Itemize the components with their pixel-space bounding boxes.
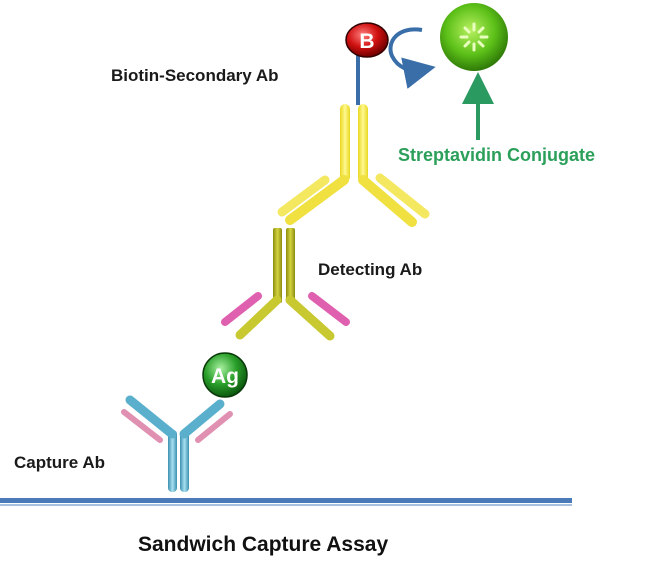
capture-light-chain-left xyxy=(121,409,163,443)
capture-antibody xyxy=(121,395,233,492)
streptavidin-conjugate xyxy=(440,3,508,71)
detecting-light-chain-right xyxy=(308,292,350,326)
binding-arrow xyxy=(388,27,436,89)
biotin: B xyxy=(345,22,389,58)
streptavidin-label: Streptavidin Conjugate xyxy=(398,145,596,165)
antigen-label: Ag xyxy=(211,365,239,388)
antigen: Ag xyxy=(202,352,248,398)
capture-ab-label: Capture Ab xyxy=(14,453,105,472)
spark-icon xyxy=(459,22,489,52)
detecting-light-chain-left xyxy=(221,292,262,326)
biotin-label: B xyxy=(359,30,374,53)
diagram-title: Sandwich Capture Assay xyxy=(138,533,389,556)
secondary-antibody xyxy=(277,104,430,227)
detecting-ab-label: Detecting Ab xyxy=(318,260,423,279)
capture-light-chain-right xyxy=(195,411,233,443)
detecting-antibody xyxy=(221,228,350,341)
surface-line xyxy=(0,498,572,506)
biotin-secondary-label: Biotin-Secondary Ab xyxy=(111,66,279,85)
